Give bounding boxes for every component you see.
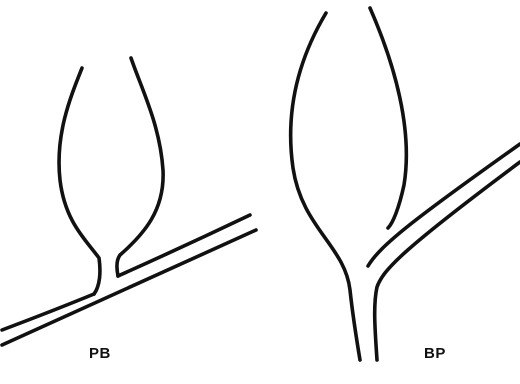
panel-label-bp: BP bbox=[424, 345, 446, 362]
bulb-pb-left-wall bbox=[59, 68, 100, 294]
vessel-pb-upper-wall-right bbox=[118, 215, 250, 276]
panel-label-pb: PB bbox=[89, 345, 111, 362]
vessel-bp-upper-wall bbox=[368, 144, 520, 266]
bulb-bp-left-wall bbox=[291, 13, 360, 360]
vessel-pb bbox=[2, 215, 256, 345]
bulb-bp-right-wall bbox=[370, 8, 406, 228]
vessel-bp bbox=[368, 144, 520, 360]
panel-bp: BP bbox=[291, 8, 520, 362]
bulb-pb bbox=[59, 58, 163, 294]
vessel-bp-lower-wall bbox=[375, 162, 520, 360]
panel-pb: PB bbox=[2, 58, 256, 362]
bulb-pb-right-wall bbox=[117, 58, 163, 276]
bulb-bp bbox=[291, 8, 407, 360]
